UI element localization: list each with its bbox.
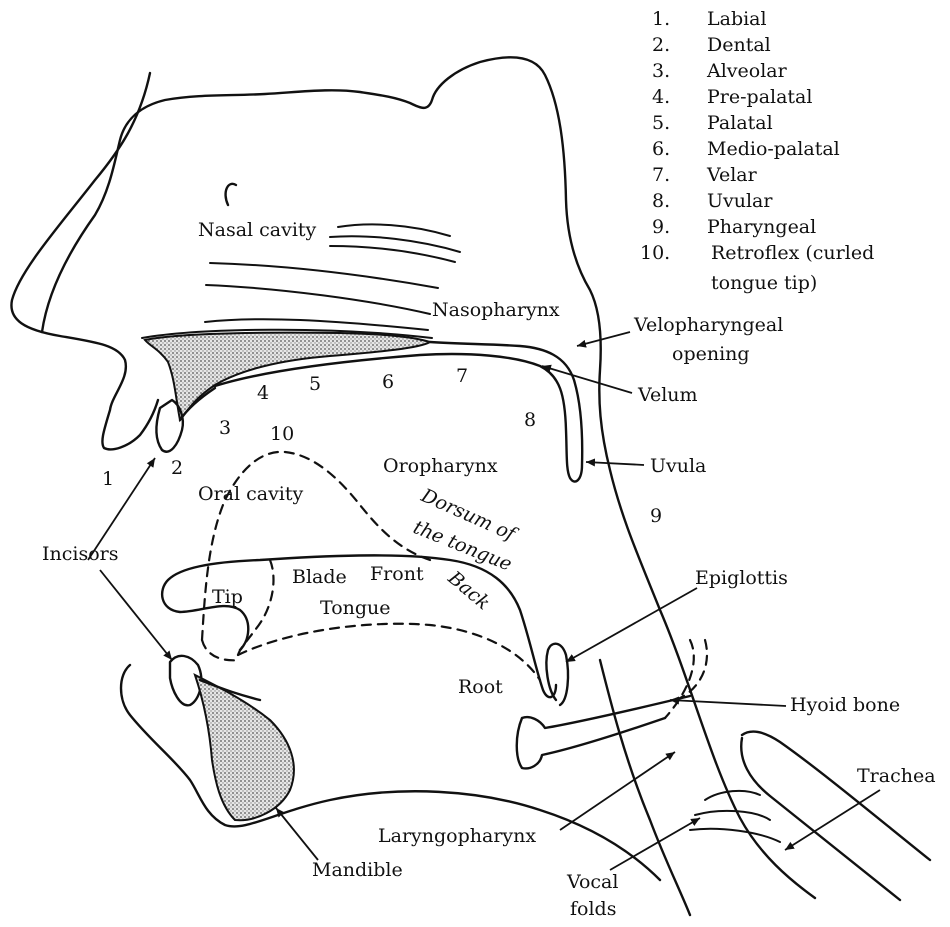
legend-item-1: 1. Labial (652, 8, 767, 30)
legend-label: Dental (707, 34, 771, 56)
legend-label: Medio-palatal (707, 138, 840, 160)
legend-label-continued: tongue tip) (711, 272, 817, 294)
legend-label: Palatal (707, 112, 773, 134)
legend-item-4: 4. Pre-palatal (652, 86, 812, 108)
legend-number: 1. (652, 8, 670, 30)
legend-number: 6. (652, 138, 670, 160)
legend-item-9: 9. Pharyngeal (652, 216, 816, 238)
legend-item-6: 6. Medio-palatal (652, 138, 840, 160)
legend-label: Labial (707, 8, 767, 30)
legend-item-8: 8. Uvular (652, 190, 773, 212)
legend-label: Pre-palatal (707, 86, 812, 108)
legend-number: 9. (652, 216, 670, 238)
legend-item-2: 2. Dental (652, 34, 771, 56)
legend-number: 8. (652, 190, 670, 212)
legend-number: 2. (652, 34, 670, 56)
legend-item-10: 10. Retroflex (curled tongue tip) (640, 242, 874, 294)
legend-item-5: 5. Palatal (652, 112, 773, 134)
legend-number: 7. (652, 164, 670, 186)
legend-number: 3. (652, 60, 670, 82)
legend-label: Retroflex (curled (711, 242, 874, 264)
legend-item-3: 3. Alveolar (652, 60, 788, 82)
legend-label: Alveolar (706, 60, 788, 82)
legend-number: 5. (652, 112, 670, 134)
legend-label: Uvular (707, 190, 773, 212)
legend-label: Velar (706, 164, 758, 186)
legend-number: 4. (652, 86, 670, 108)
legend-label: Pharyngeal (707, 216, 816, 238)
legend-item-7: 7. Velar (652, 164, 758, 186)
legend-number: 10. (640, 242, 670, 264)
